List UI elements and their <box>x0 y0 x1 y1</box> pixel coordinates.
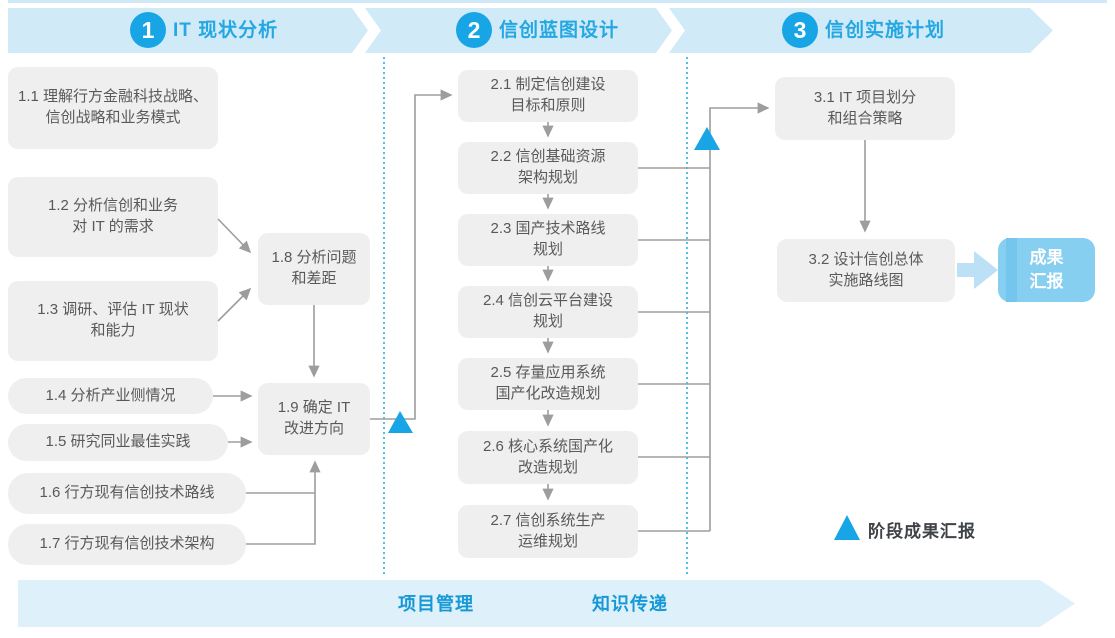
step-box-1-5: 1.5 研究同业最佳实践 <box>8 424 228 461</box>
step-box-1-6: 1.6 行方现有信创技术路线 <box>8 473 246 514</box>
bottom-bar-ribbon <box>18 580 1075 627</box>
step-box-1-1: 1.1 理解行方金融科技战略、 信创战略和业务模式 <box>8 67 218 149</box>
connector-line <box>217 218 252 254</box>
step-box-3-2: 3.2 设计信创总体 实施路线图 <box>777 239 955 302</box>
phase-3-title: 信创实施计划 <box>825 20 946 41</box>
phase-3-number-badge: 3 <box>782 12 818 48</box>
step-box-2-1: 2.1 制定信创建设 目标和原则 <box>458 70 638 122</box>
step-box-3-1: 3.1 IT 项目划分 和组合策略 <box>775 77 955 140</box>
connector-line <box>709 102 770 531</box>
milestone-triangle-icon <box>388 411 413 433</box>
step-box-1-3: 1.3 调研、评估 IT 现状 和能力 <box>8 281 218 361</box>
step-box-1-4: 1.4 分析产业侧情况 <box>8 378 213 414</box>
step-box-1-7: 1.7 行方现有信创技术架构 <box>8 524 246 565</box>
block-arrow-icon <box>957 251 998 289</box>
phase-separator-dotted-line <box>383 57 385 577</box>
step-box-1-2: 1.2 分析信创和业务 对 IT 的需求 <box>8 177 218 257</box>
step-box-2-5: 2.5 存量应用系统 国产化改造规划 <box>458 358 638 410</box>
connector-line <box>217 287 252 322</box>
step-box-2-7: 2.7 信创系统生产 运维规划 <box>458 505 638 558</box>
phase-2-number-badge: 2 <box>456 12 492 48</box>
step-box-2-3: 2.3 国产技术路线 规划 <box>458 214 638 266</box>
phase-1-number-badge: 1 <box>130 12 166 48</box>
connector-line <box>246 460 321 545</box>
bottom-label-knowledge-transfer: 知识传递 <box>592 594 668 614</box>
legend-milestone-label: 阶段成果汇报 <box>868 522 976 541</box>
step-box-1-8: 1.8 分析问题 和差距 <box>258 233 370 305</box>
phase-1-title: IT 现状分析 <box>173 20 279 41</box>
top-border-strip <box>8 0 1107 3</box>
step-box-2-2: 2.2 信创基础资源 架构规划 <box>458 142 638 194</box>
result-report-box: 成果 汇报 <box>998 238 1095 302</box>
result-report-label: 成果 汇报 <box>1029 248 1064 291</box>
milestone-triangle-icon <box>694 127 720 150</box>
phase1-connectors <box>213 89 453 545</box>
result-box-accent-strip <box>1006 238 1017 302</box>
phase-2-title: 信创蓝图设计 <box>499 20 620 41</box>
step-box-2-6: 2.6 核心系统国产化 改造规划 <box>458 431 638 484</box>
legend-triangle-icon <box>834 515 860 540</box>
bottom-label-project-management: 项目管理 <box>398 594 474 614</box>
step-box-2-4: 2.4 信创云平台建设 规划 <box>458 286 638 338</box>
phase-separator-dotted-line <box>686 57 688 577</box>
phase-header-ribbon <box>8 8 1053 53</box>
step-box-1-9: 1.9 确定 IT 改进方向 <box>258 383 370 455</box>
